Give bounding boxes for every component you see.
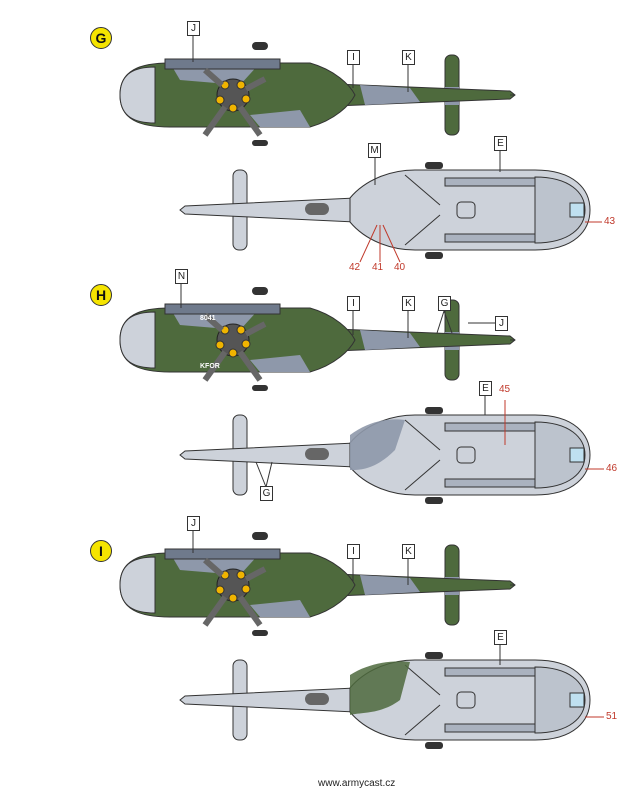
decal-41: 41 [372, 262, 384, 273]
label-i: I [347, 296, 360, 311]
label-k: K [402, 544, 415, 559]
label-j: J [187, 21, 200, 36]
top-view-variant-i [120, 532, 515, 636]
decal-45: 45 [499, 384, 511, 395]
decal-40: 40 [394, 262, 406, 273]
decal-46: 46 [606, 463, 618, 474]
label-e: E [479, 381, 492, 396]
label-i: I [347, 544, 360, 559]
label-j: J [495, 316, 508, 331]
variant-marker-i: I [90, 540, 112, 562]
label-j: J [187, 516, 200, 531]
decal-42: 42 [349, 262, 361, 273]
label-e: E [494, 136, 507, 151]
label-g: G [260, 486, 273, 501]
label-m: M [368, 143, 381, 158]
label-k: K [402, 296, 415, 311]
bottom-view-variant-g [179, 161, 591, 260]
top-view-variant-g [120, 42, 515, 146]
label-g: G [438, 296, 451, 311]
label-k: K [402, 50, 415, 65]
variant-marker-h: H [90, 284, 112, 306]
website-footer: www.armycast.cz [318, 778, 396, 789]
serial-marking: 8041 [200, 315, 216, 322]
label-i: I [347, 50, 360, 65]
top-view-variant-h [120, 287, 515, 391]
label-n: N [175, 269, 188, 284]
label-e: E [494, 630, 507, 645]
variant-marker-g: G [90, 27, 112, 49]
decal-43: 43 [604, 216, 616, 227]
decal-51: 51 [606, 711, 618, 722]
kfor-marking: KFOR [200, 363, 220, 370]
